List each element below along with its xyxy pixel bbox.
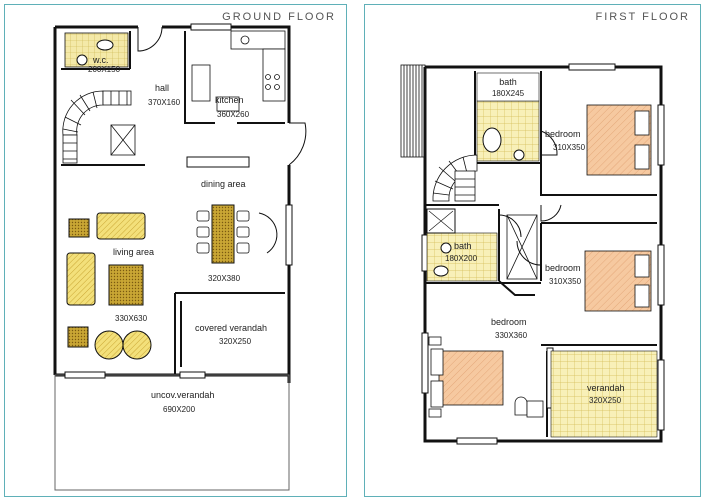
armchair-top-left: [68, 218, 90, 238]
bedroom-top-label: bedroom: [545, 129, 581, 139]
bath-mid-dim: 180X200: [445, 254, 478, 263]
uncov-verandah-label: uncov.verandah: [151, 390, 214, 400]
dining-chairs: [196, 210, 250, 254]
bed-master: [438, 350, 504, 406]
bedroom-mid-dim: 310X350: [549, 277, 582, 286]
wc-toilet-icon: [76, 54, 88, 66]
ground-floor-panel: GROUND FLOOR: [4, 4, 347, 497]
first-floor-panel: FIRST FLOOR: [364, 4, 701, 497]
bath-mid-basin-icon: [433, 265, 449, 277]
bath-top-header: [476, 72, 540, 102]
wc-floor: [64, 32, 129, 68]
living-dim: 330X630: [115, 314, 148, 323]
uncov-verandah-outline: [54, 374, 290, 491]
windows: [64, 23, 293, 379]
first-doors: [498, 130, 562, 266]
sofa-left: [66, 252, 96, 306]
wc-dim: 200X150: [88, 65, 121, 74]
desk: [526, 400, 544, 418]
bedroom-mid-label: bedroom: [545, 263, 581, 273]
kitchen-dim: 360X260: [217, 110, 250, 119]
kitchen-label: kitchen: [215, 95, 244, 105]
bed-top-pillows: [634, 110, 650, 170]
ground-floor-title: GROUND FLOOR: [222, 11, 336, 23]
interior-walls: [61, 31, 285, 375]
verandah-label: verandah: [587, 383, 625, 393]
bedroom-master-dim: 330X360: [495, 331, 528, 340]
first-floor-title: FIRST FLOOR: [595, 11, 690, 23]
first-shaft: [506, 214, 538, 280]
bath-mid-label: bath: [454, 241, 472, 251]
first-floor-plan: bath 180X245 bath 180X200 bedroom 310X35…: [400, 63, 665, 445]
desk-chair-icon: [514, 396, 528, 416]
dining-dim: 320X380: [208, 274, 241, 283]
dining-bench: [186, 156, 250, 168]
verandah-floor: [550, 350, 658, 438]
bed-master-pillows: [428, 336, 444, 418]
wc-basin-icon: [96, 39, 114, 51]
dining-table: [211, 204, 235, 264]
first-windows: [421, 63, 665, 445]
covered-verandah-label: covered verandah: [195, 323, 267, 333]
doors: [137, 26, 307, 254]
sofa-top: [96, 212, 146, 240]
armchair-bottom-left: [67, 326, 89, 348]
verandah-dim: 320X250: [589, 396, 622, 405]
hall-label: hall: [155, 83, 169, 93]
ground-floor-plan: w.c. 200X150 hall 370X160 kitchen 360: [53, 23, 307, 491]
bath-top-floor: [476, 100, 540, 162]
bedroom-top-dim: 310X350: [553, 143, 586, 152]
dining-label: dining area: [201, 179, 246, 189]
bedroom-master-label: bedroom: [491, 317, 527, 327]
round-chairs: [94, 330, 152, 360]
coffee-table: [108, 264, 144, 306]
kitchen-counters: [191, 30, 286, 112]
covered-verandah-dim: 320X250: [219, 337, 252, 346]
first-stairs: [432, 154, 478, 202]
wc-label: w.c.: [92, 55, 109, 65]
bath-mid-toilet-icon: [440, 242, 452, 254]
bath-top-label: bath: [499, 77, 517, 87]
balcony-railing: [400, 64, 426, 158]
living-label: living area: [113, 247, 154, 257]
hall-dim: 370X160: [148, 98, 181, 107]
bath-top-toilet-icon: [513, 149, 525, 161]
bath-top-dim: 180X245: [492, 89, 525, 98]
uncov-verandah-dim: 690X200: [163, 405, 196, 414]
bath-top-basin-icon: [482, 127, 502, 153]
bed-mid-pillows: [634, 254, 650, 308]
ground-stairs: [62, 90, 136, 164]
